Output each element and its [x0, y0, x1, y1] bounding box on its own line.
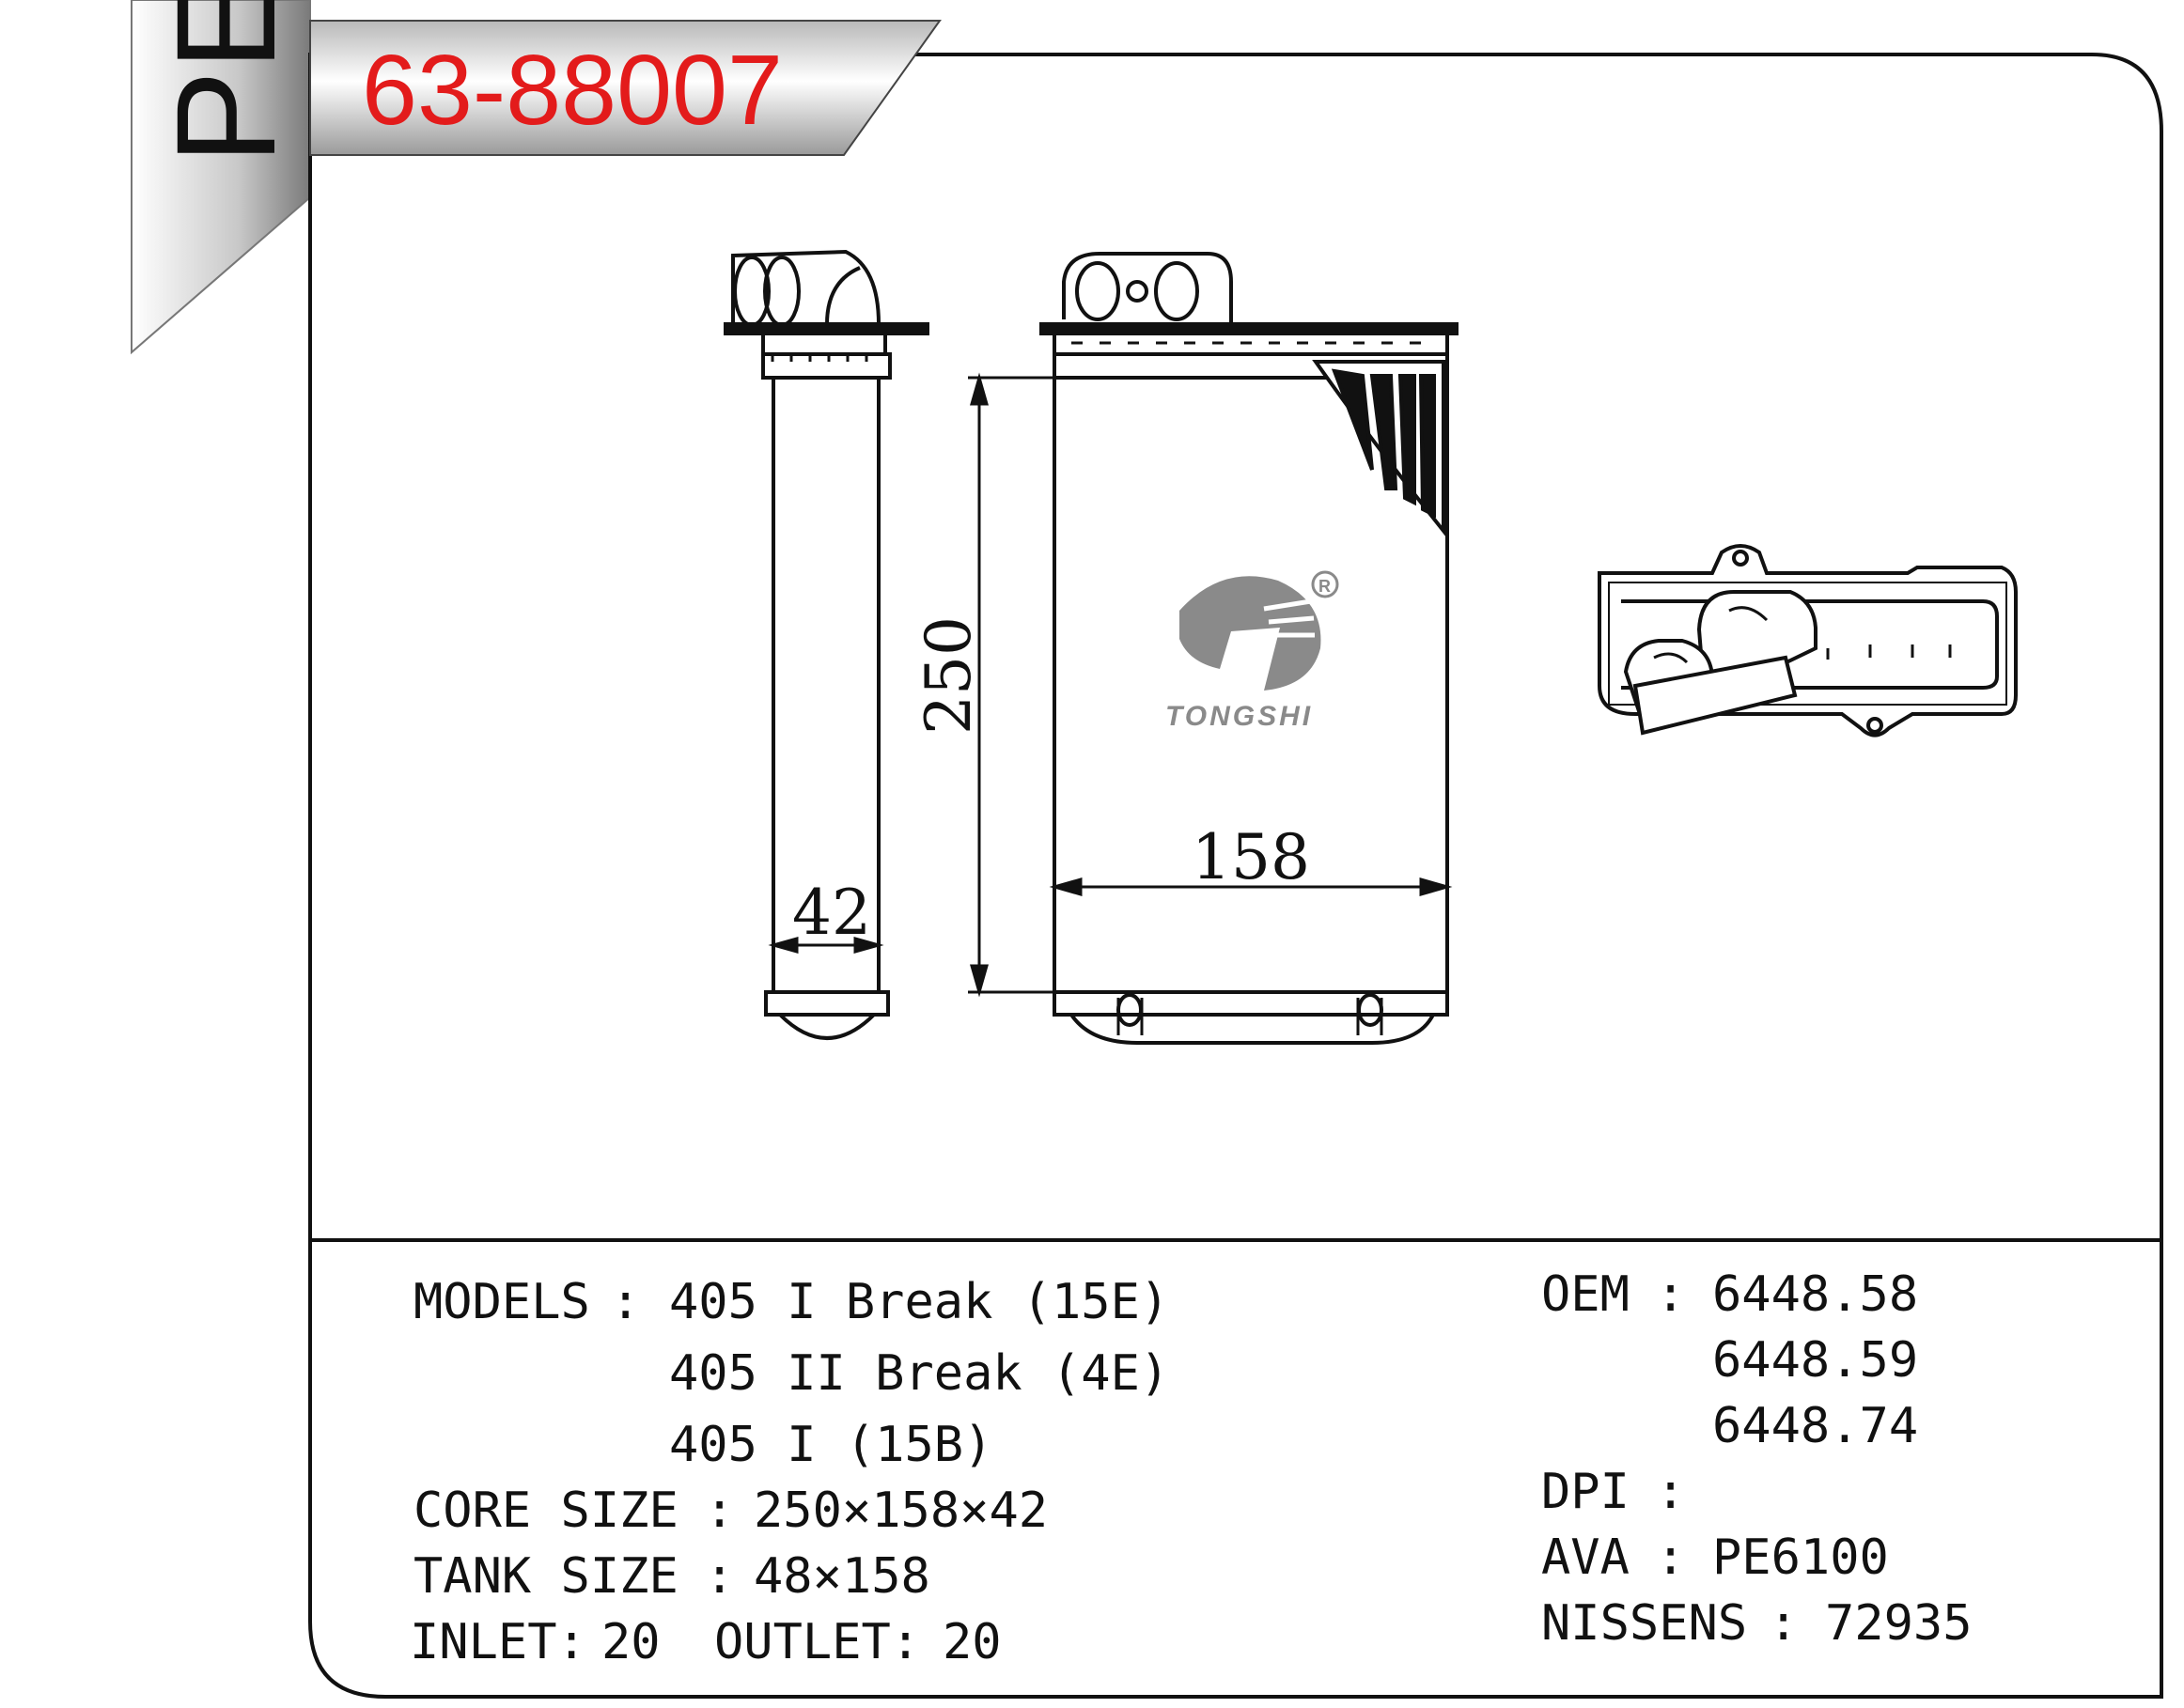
models-separator: : — [611, 1274, 641, 1330]
model-item: 405 I Break (15E) — [669, 1274, 1170, 1330]
dpi-separator: : — [1656, 1464, 1686, 1520]
ava-value: PE6100 — [1712, 1529, 1889, 1586]
core-size-label: CORE SIZE — [413, 1483, 679, 1539]
model-item: 405 II Break (4E) — [669, 1345, 1170, 1402]
frame-border — [308, 53, 2163, 1699]
registered-mark: R — [1318, 577, 1331, 596]
tank-size-value: 48×158 — [754, 1548, 930, 1605]
brand-tab-text: PE — [147, 0, 304, 164]
model-item: 405 I (15B) — [669, 1417, 993, 1473]
dimension-lines — [768, 372, 1453, 998]
outlet-value: 20 — [943, 1614, 1002, 1670]
core-size-separator: : — [705, 1483, 735, 1539]
dim-height-label: 250 — [913, 616, 985, 735]
oem-number: 6448.74 — [1712, 1398, 1919, 1454]
models-label: MODELS — [413, 1274, 590, 1330]
side-view — [724, 249, 929, 1040]
ava-label: AVA — [1541, 1529, 1630, 1586]
outlet-label: OUTLET: — [714, 1614, 921, 1670]
inlet-value: 20 — [601, 1614, 661, 1670]
brand-logo: R TONGSHI — [1165, 570, 1339, 732]
nissens-label: NISSENS — [1541, 1595, 1748, 1652]
oem-label: OEM — [1541, 1266, 1630, 1323]
part-number: 63-88007 — [362, 35, 783, 146]
inlet-label: INLET: — [410, 1614, 586, 1670]
ava-separator: : — [1656, 1529, 1686, 1586]
tank-size-separator: : — [705, 1548, 735, 1605]
nissens-value: 72935 — [1825, 1595, 1973, 1652]
brand-tab: PE — [131, 0, 311, 355]
logo-text: TONGSHI — [1165, 701, 1313, 732]
oem-number: 6448.58 — [1712, 1266, 1919, 1323]
registered-mark-icon — [1311, 570, 1339, 598]
oem-number: 6448.59 — [1712, 1332, 1919, 1389]
nissens-separator: : — [1769, 1595, 1799, 1652]
part-number-banner: 63-88007 — [309, 20, 942, 156]
front-view — [1039, 252, 1459, 1045]
dim-width-label: 158 — [1192, 821, 1310, 893]
top-view — [1598, 544, 2018, 738]
dpi-label: DPI — [1541, 1464, 1630, 1520]
dim-depth-label: 42 — [792, 877, 871, 949]
oem-separator: : — [1656, 1266, 1686, 1323]
core-size-value: 250×158×42 — [754, 1483, 1049, 1539]
tank-size-label: TANK SIZE — [413, 1548, 679, 1605]
